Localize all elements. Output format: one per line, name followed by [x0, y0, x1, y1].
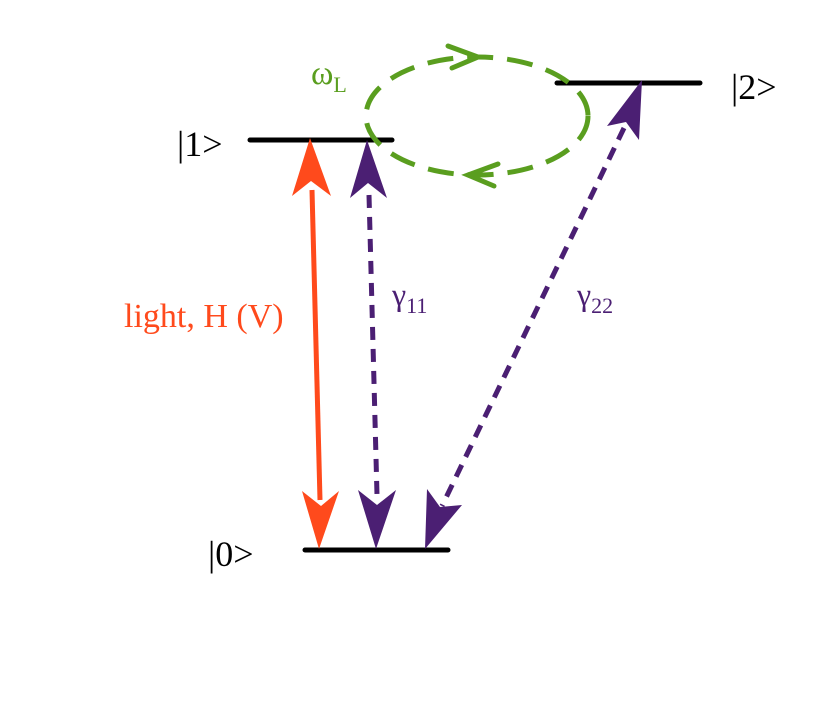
gamma22-arrow-head-up: [607, 80, 642, 140]
gamma22-subscript: 22: [591, 293, 613, 318]
light-arrow-shaft: [309, 189, 323, 501]
light-arrow: [292, 138, 339, 549]
gamma22-label: γ22: [576, 276, 613, 318]
omega-symbol: ω: [311, 55, 333, 92]
gamma22-arrow-head-down: [425, 489, 462, 549]
gamma11-arrow-head-up: [350, 140, 387, 198]
omega-subscript: L: [333, 72, 346, 97]
gamma22-arrow-shaft: [439, 126, 627, 508]
coupling-loop-ellipse: [363, 54, 591, 178]
gamma11-arrow: [350, 140, 396, 549]
level-2-label: |2>: [731, 67, 777, 107]
level-0-label: |0>: [208, 534, 254, 574]
gamma22-symbol: γ: [576, 276, 591, 312]
gamma11-subscript: 11: [406, 293, 427, 318]
coupling-loop-arrowhead-bottom: [461, 161, 501, 189]
level-1-label: |1>: [177, 124, 223, 164]
light-arrow-head-up: [292, 138, 331, 196]
light-arrow-head-down: [302, 491, 339, 549]
gamma11-symbol: γ: [391, 276, 406, 312]
gamma11-arrow-shaft: [366, 194, 380, 496]
gamma22-arrow: [425, 80, 642, 549]
coupling-loop-arrowhead-top: [445, 43, 485, 71]
light-label: light, H (V): [124, 298, 284, 335]
gamma11-label: γ11: [391, 276, 427, 318]
gamma11-arrow-head-down: [358, 490, 396, 549]
omega-l-label: ωL: [311, 55, 347, 97]
coupling-loop: [363, 43, 591, 189]
